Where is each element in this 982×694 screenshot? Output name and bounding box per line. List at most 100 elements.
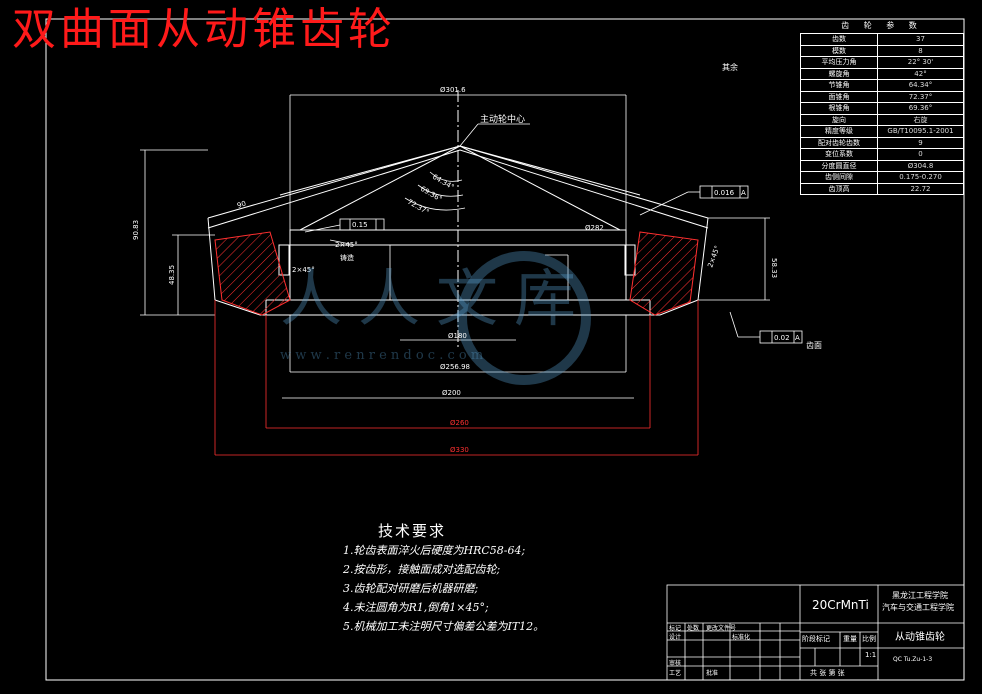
label-dim-d2: Ø256.98 bbox=[440, 363, 470, 371]
tech-title: 技术要求 bbox=[378, 522, 447, 540]
section-right bbox=[629, 231, 699, 316]
leaders bbox=[304, 123, 760, 338]
label-dim-d4: Ø330 bbox=[450, 446, 469, 454]
param-table-header: 齿 轮 参 数 bbox=[841, 21, 923, 30]
red-dimensions bbox=[214, 300, 699, 456]
tb-label-approve: 批准 bbox=[706, 670, 719, 677]
param-name: 齿侧间隙 bbox=[800, 171, 878, 184]
label-chamfer3: 2×45° bbox=[292, 266, 315, 274]
label-dim-90: 90 bbox=[236, 200, 247, 210]
gear-outline bbox=[207, 90, 709, 350]
param-value: 22.72 bbox=[877, 182, 964, 195]
label-runout1: 0.016 bbox=[714, 189, 735, 197]
param-name: 旋向 bbox=[800, 113, 878, 126]
label-angle3: 72.37° bbox=[406, 198, 430, 217]
param-name: 精度等级 bbox=[800, 125, 878, 138]
label-datum-a2: A bbox=[795, 334, 800, 342]
tb-scale: 1:1 bbox=[865, 651, 877, 659]
outer-frame bbox=[45, 18, 965, 681]
tb-label-sheets: 共 张 第 张 bbox=[810, 669, 845, 677]
dimension-lines bbox=[140, 94, 770, 399]
tb-school-1: 黑龙江工程学院 bbox=[892, 591, 948, 600]
label-height-right: 58.33 bbox=[770, 258, 778, 278]
tech-item: 5.机械加工未注明尺寸偏差公差为IT12。 bbox=[343, 620, 545, 633]
label-datum-a1: A bbox=[741, 189, 746, 197]
param-name: 配对齿轮齿数 bbox=[800, 136, 878, 149]
label-dim-d5: Ø260 bbox=[450, 419, 469, 427]
param-value: 37 bbox=[877, 33, 964, 46]
param-value: 22° 30' bbox=[877, 56, 964, 69]
label-dim-top: Ø301.6 bbox=[440, 86, 466, 94]
label-height-left2: 48.35 bbox=[168, 265, 176, 285]
label-chamfer1: 2×45° bbox=[335, 241, 358, 249]
param-name: 齿顶高 bbox=[800, 182, 878, 195]
label-tooth: 齿面 bbox=[806, 341, 822, 350]
tb-label-count: 处数 bbox=[687, 625, 700, 632]
drawing-title: 双曲面从动锥齿轮 bbox=[12, 4, 396, 55]
tb-label-design: 设计 bbox=[669, 634, 682, 641]
tech-list: 1.轮齿表面淬火后硬度为HRC58-64; 2.按齿形，接触面成对选配齿轮; 3… bbox=[343, 541, 544, 636]
label-roughness: 其余 bbox=[722, 62, 738, 72]
tb-part-name: 从动锥齿轮 bbox=[895, 632, 945, 643]
tb-drawing-no: QC Tu.Zu-1-3 bbox=[893, 656, 933, 663]
label-angle2: 69.36° bbox=[419, 185, 443, 204]
param-value: 9 bbox=[877, 136, 964, 149]
tb-material: 20CrMnTi bbox=[812, 598, 869, 612]
watermark-url: w w w . r e n r e n d o c . c o m bbox=[280, 348, 484, 363]
param-value: 42° bbox=[877, 67, 964, 80]
fcf-runout-1 bbox=[699, 185, 749, 199]
param-name: 平均压力角 bbox=[800, 56, 878, 69]
label-center: 主动轮中心 bbox=[480, 113, 525, 125]
param-value: 0 bbox=[877, 148, 964, 161]
param-name: 根锥角 bbox=[800, 102, 878, 115]
tb-label-ratio: 比例 bbox=[862, 635, 876, 643]
tb-label-review: 审核 bbox=[669, 660, 682, 667]
watermark-main: 人人文库 bbox=[280, 262, 593, 335]
tech-item: 2.按齿形，接触面成对选配齿轮; bbox=[343, 563, 501, 576]
label-height-left: 90.83 bbox=[132, 220, 140, 240]
label-left-note: 铸造 bbox=[340, 253, 354, 262]
tb-label-craft: 工艺 bbox=[669, 670, 682, 677]
param-value: 64.34° bbox=[877, 79, 964, 92]
tb-label-doc: 更改文件号 bbox=[706, 625, 737, 632]
fcf-runout-2 bbox=[759, 330, 803, 344]
label-dim-bore: Ø180 bbox=[448, 332, 467, 340]
label-dim-d1: Ø282 bbox=[585, 224, 604, 232]
param-value: 8 bbox=[877, 44, 964, 57]
watermark: 人人文库 w w w . r e n r e n d o c . c o m bbox=[280, 248, 592, 363]
param-row: 旋向右旋 bbox=[800, 113, 964, 126]
param-name: 变位系数 bbox=[800, 148, 878, 161]
label-chamfer2: 2×45° bbox=[706, 245, 721, 269]
param-name: 螺旋角 bbox=[800, 67, 878, 80]
param-name: 分度圆直径 bbox=[800, 159, 878, 172]
tb-label-stage: 阶段标记 bbox=[802, 635, 830, 643]
label-flat1: 0.15 bbox=[352, 221, 368, 229]
param-name: 面锥角 bbox=[800, 90, 878, 103]
fcf-flatness bbox=[339, 218, 385, 231]
label-runout2: 0.02 bbox=[774, 334, 790, 342]
tech-item: 1.轮齿表面淬火后硬度为HRC58-64; bbox=[343, 544, 526, 557]
label-angle1: 64.34° bbox=[431, 173, 455, 192]
tb-school-2: 汽车与交通工程学院 bbox=[882, 603, 954, 612]
param-value: 69.36° bbox=[877, 102, 964, 115]
param-name: 模数 bbox=[800, 44, 878, 57]
watermark-circle bbox=[457, 251, 591, 385]
param-name: 节锥角 bbox=[800, 79, 878, 92]
label-dim-d3: Ø200 bbox=[442, 389, 461, 397]
title-block-grid bbox=[666, 584, 965, 681]
tb-label-mark: 标记 bbox=[669, 625, 682, 632]
param-value: 72.37° bbox=[877, 90, 964, 103]
